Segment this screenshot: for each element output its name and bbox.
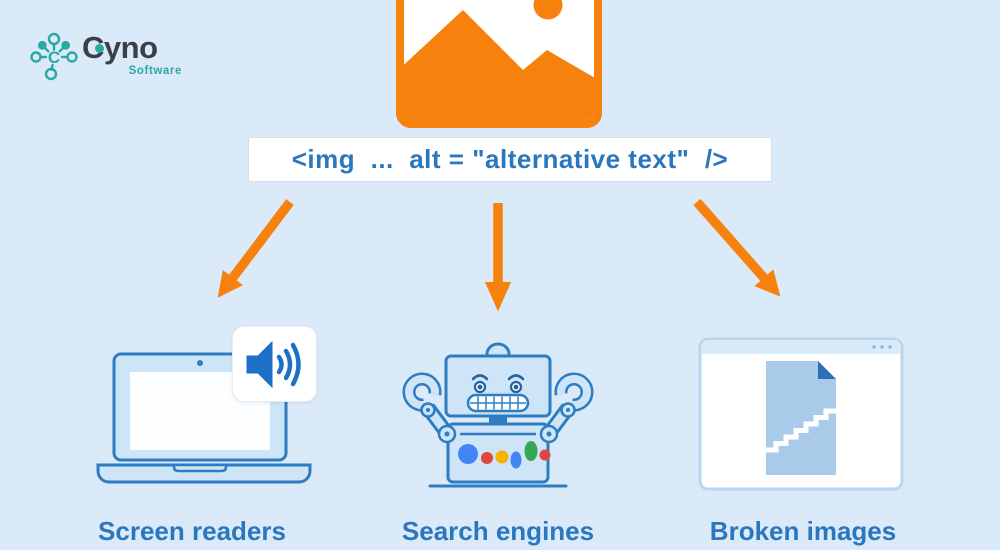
arrow-down-left-icon	[217, 199, 294, 298]
logo: C Cyno Software	[28, 28, 188, 84]
logo-center-letter: C	[48, 48, 60, 67]
speaker-badge	[232, 326, 317, 402]
network-nodes-icon: C	[30, 32, 78, 81]
code-snippet-text: <img ... alt = "alternative text" />	[291, 144, 729, 174]
broken-file-icon	[766, 361, 836, 475]
logo-text: Cyno Software	[82, 32, 184, 77]
browser-titlebar-dots	[872, 345, 892, 349]
mountains-shape	[404, 10, 594, 120]
browser-titlebar	[701, 340, 901, 354]
logo-subtitle: Software	[128, 65, 182, 77]
webcam-dot	[197, 360, 203, 366]
item-label-screen-readers: Screen readers	[98, 516, 286, 546]
google-color-dots	[458, 441, 551, 469]
file-tear-zigzag	[766, 408, 836, 453]
logo-brand-dot	[95, 44, 104, 53]
code-snippet-box: <img ... alt = "alternative text" />	[248, 137, 772, 182]
broken-image-browser-icon	[698, 337, 904, 491]
arrow-down-icon	[484, 203, 512, 312]
speaker-icon	[246, 340, 301, 389]
arrows-group	[217, 198, 781, 312]
logo-brand: Cyno	[82, 30, 158, 65]
robot-claw-left	[402, 372, 442, 412]
file-fold-corner	[818, 361, 836, 379]
laptop-notch	[172, 463, 228, 473]
image-placeholder-icon	[396, 0, 602, 128]
search-robot-icon	[402, 342, 594, 488]
laptop-base	[96, 463, 312, 484]
robot-claw-right	[554, 372, 594, 412]
sun-shape	[533, 0, 563, 20]
robot-teeth	[466, 393, 530, 413]
item-label-search-engines: Search engines	[401, 516, 595, 546]
arrow-down-right-icon	[693, 198, 781, 297]
item-label-broken-images: Broken images	[709, 516, 897, 546]
